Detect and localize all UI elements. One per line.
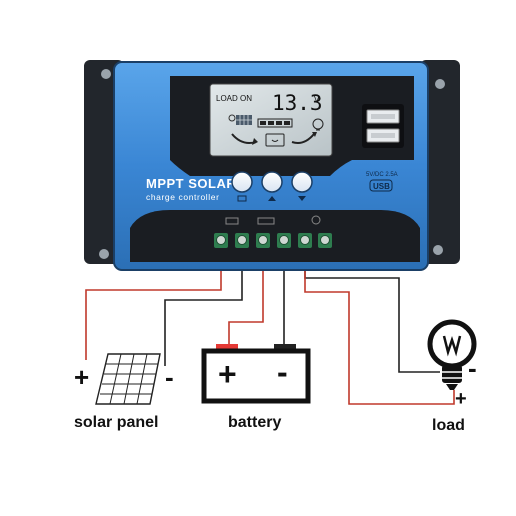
mounting-hole-br [433,245,443,255]
control-buttons [231,171,313,202]
up-arrow-icon [268,196,276,201]
terminal-solar-positive[interactable] [214,233,228,248]
terminal-solar-symbol [225,217,239,225]
terminal-solar-negative[interactable] [235,233,249,248]
solar-plus-sign: + [74,362,90,392]
battery-positive-wire [228,248,264,344]
usb-spec-text: 5V/DC 2.5A [366,172,398,178]
mounting-flange-right [420,60,460,264]
terminal-load-negative[interactable] [318,233,332,248]
load-label: load [432,417,465,434]
solar-minus-sign: - [165,362,174,392]
down-button[interactable] [291,171,313,193]
lcd-status-text: LOAD ON [216,94,252,103]
terminal-load-symbol [311,215,321,225]
battery-positive-terminal [216,344,238,351]
brand-subtitle: charge controller [146,192,220,202]
terminal-load-positive[interactable] [298,233,312,248]
usb-ports [362,104,404,148]
battery-plus-sign: + [218,356,237,392]
menu-icon [237,195,247,202]
charge-controller: LOAD ON 13.3 V [84,60,460,271]
terminal-battery-symbol [257,217,275,225]
terminal-battery-negative[interactable] [277,233,291,248]
lcd-screen [209,83,333,157]
battery-negative-terminal [274,344,296,351]
menu-button[interactable] [231,171,253,193]
brand-title: MPPT SOLAR [146,176,236,191]
lcd-voltage-value: 13.3 [272,91,323,115]
down-arrow-icon [298,196,306,201]
terminal-symbols [225,215,321,225]
load-positive-wire-2 [304,262,455,405]
terminal-battery-positive[interactable] [256,233,270,248]
load-plus-sign: + [455,388,467,410]
usb-badge-text: USB [373,182,390,191]
mounting-hole-bl [99,249,109,259]
lcd-bulb-icon [312,118,324,131]
lcd-solar-panel-icon [228,114,252,125]
lcd-battery-level-icon [257,118,293,128]
terminal-block [130,210,420,262]
mounting-hole-tr [435,79,445,89]
solar-panel-label: solar panel [74,414,159,431]
battery-label: battery [228,414,282,431]
usb-badge [369,179,393,192]
battery-icon [201,344,311,404]
solar-panel-icon [95,353,161,405]
battery-minus-sign: - [277,354,288,390]
mounting-hole-tl [101,69,111,79]
terminals [214,233,332,248]
solar-negative-wire [164,248,243,366]
lcd-voltage-unit: V [314,95,320,104]
up-button[interactable] [261,171,283,193]
load-minus-sign: - [468,353,477,383]
lcd-flow-arrows-icon [231,132,317,147]
lightbulb-icon [427,319,477,390]
